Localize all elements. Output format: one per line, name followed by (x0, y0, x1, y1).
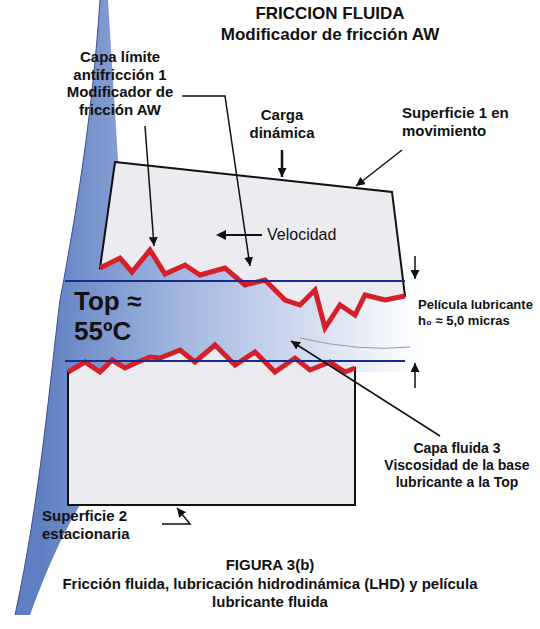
figure-number: FIGURA 3(b) (160, 556, 380, 574)
leader-line (291, 341, 440, 436)
film-line (65, 360, 405, 362)
surface-label: Superficie 1 en movimiento (402, 104, 532, 140)
boundary-layer-lower (68, 345, 355, 372)
pointer-curve (300, 338, 410, 348)
leader-line (182, 96, 250, 266)
surface-outline (95, 155, 415, 335)
callout-label: Capa fluida 3 Viscosidad de la base lubr… (384, 440, 530, 490)
leader-line (162, 508, 190, 524)
leader-line (356, 150, 402, 186)
film-line (65, 280, 405, 282)
boundary-layer-upper (100, 250, 405, 328)
velocity-profile (15, 0, 420, 615)
temperature-label: Top ≈ 55ºC (74, 287, 160, 347)
film-arrow (414, 363, 416, 388)
diagram-title: FRICCION FLUIDA (205, 4, 455, 24)
surface-label: Superficie 2 estacionaria (42, 507, 160, 543)
load-arrow (281, 150, 284, 177)
load-label: Carga dinámica (240, 106, 324, 142)
film-label: Película lubricante h₀ ≈ 5,0 micras (418, 297, 536, 328)
arrow-head (216, 230, 226, 240)
moving-surface: Velocidad (95, 155, 415, 335)
film-arrow (414, 256, 416, 279)
node-text: Velocidad (267, 225, 387, 244)
leader-line (145, 126, 154, 246)
callout-label: Capa límite antifricción 1 Modificador d… (62, 48, 178, 119)
subtitle: Modificador de fricción AW (185, 25, 475, 45)
figure-caption: Fricción fluida, lubricación hidrodinámi… (45, 575, 495, 611)
moving-block (100, 162, 405, 328)
velocity-arrow (224, 234, 262, 236)
stationary-surface (68, 345, 355, 505)
